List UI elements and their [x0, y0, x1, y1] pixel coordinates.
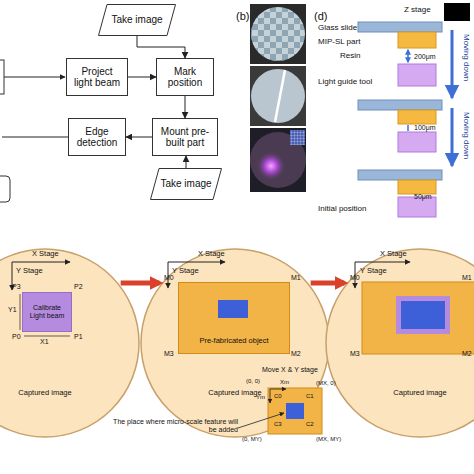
- annotation-label: Xm: [280, 379, 289, 386]
- node-label: Take image: [111, 14, 162, 26]
- annotation-label: M1: [291, 274, 301, 282]
- annotation-label: Move X & Y stage: [262, 366, 318, 374]
- flow-arrow: [186, 156, 187, 168]
- node-label: Mount pre-built part: [157, 126, 213, 149]
- io-parallelogram: Take image: [150, 168, 222, 200]
- annotation-label: M2: [291, 350, 301, 358]
- annotation-label: Resin: [340, 52, 360, 61]
- annotation-label: The place where micro-scale feature will…: [110, 418, 238, 433]
- annotation-label: C3: [274, 421, 282, 428]
- annotation-label: (0, MY): [242, 436, 262, 443]
- circle-outline: [0, 248, 140, 438]
- node-label: Captured image: [0, 389, 140, 398]
- annotation-label: M3: [164, 350, 174, 358]
- annotation-label: 100μm: [414, 124, 436, 132]
- annotation-label: M0: [164, 274, 174, 282]
- annotation-label: (b): [236, 10, 249, 22]
- annotation-label: P3: [12, 283, 21, 291]
- annotation-label: Y Stage: [172, 267, 199, 275]
- annotation-label: C0: [274, 393, 282, 400]
- annotation-label: Moving down: [461, 112, 470, 159]
- node-label: Mark position: [161, 66, 209, 89]
- annotation-label: Light guide tool: [318, 78, 372, 87]
- shape-outline: [141, 249, 329, 437]
- annotation-label: 200μm: [414, 53, 436, 61]
- annotation-label: X Stage: [32, 250, 59, 258]
- captured-image-circle: Captured image Calibrate Light beam: [0, 248, 140, 438]
- annotation-label: MIP-SL part: [318, 38, 360, 47]
- annotation-label: X Stage: [198, 250, 225, 258]
- flow-arrow: [128, 77, 156, 78]
- process-box: Mount pre-built part: [152, 118, 218, 156]
- annotation-label: P1: [74, 333, 83, 341]
- shape-outline: [326, 249, 474, 437]
- annotation-label: (MX, 0): [316, 380, 336, 387]
- annotation-label: P0: [12, 333, 21, 341]
- process-box: Edge detection: [68, 118, 126, 156]
- node-label: Project light beam: [71, 66, 123, 89]
- annotation-label: (MX, MY): [316, 436, 341, 443]
- flow-arrow: [185, 96, 186, 118]
- process-box: Mark position: [156, 58, 214, 96]
- annotation-label: Moving down: [461, 34, 470, 81]
- process-box: Project light beam: [66, 58, 128, 96]
- annotation-label: X Stage: [380, 250, 407, 258]
- annotation-label: M2: [462, 350, 472, 358]
- annotation-label: Y Stage: [16, 267, 43, 275]
- node-label: Calibrate Light beam: [27, 304, 67, 320]
- annotation-label: Initial position: [318, 205, 366, 214]
- annotation-label: 50μm: [414, 193, 432, 201]
- node-label: Edge detection: [73, 126, 121, 149]
- annotation-label: X1: [40, 338, 49, 346]
- flow-arrow: [126, 137, 152, 138]
- flow-arrow: [137, 36, 185, 58]
- annotation-label: C2: [306, 421, 314, 428]
- annotation-label: Ym: [256, 394, 265, 401]
- annotation-label: M3: [350, 350, 360, 358]
- annotation-label: Y1: [8, 306, 17, 314]
- node-label: Captured image: [325, 389, 474, 398]
- annotation-label: Z stage: [404, 6, 431, 15]
- shape-outline: [151, 169, 222, 200]
- annotation-label: Y Stage: [360, 267, 387, 275]
- io-parallelogram: Take image: [98, 4, 176, 36]
- annotation-label: M1: [462, 274, 472, 282]
- annotation-label: P2: [74, 283, 83, 291]
- step-arrow: [311, 281, 345, 286]
- light-beam-square: Calibrate Light beam: [22, 292, 72, 332]
- annotation-label: (d): [314, 10, 327, 22]
- node-label: Pre-fabricated object: [199, 337, 268, 346]
- shape-outline: [99, 5, 176, 36]
- annotation-label: M0: [350, 274, 360, 282]
- annotation-label: C1: [306, 393, 314, 400]
- annotation-label: Glass slide: [318, 24, 357, 33]
- annotation-label: (0, 0): [246, 378, 260, 385]
- node-label: Take image: [160, 178, 211, 190]
- step-arrow: [121, 281, 160, 286]
- shape-outline: [0, 249, 139, 437]
